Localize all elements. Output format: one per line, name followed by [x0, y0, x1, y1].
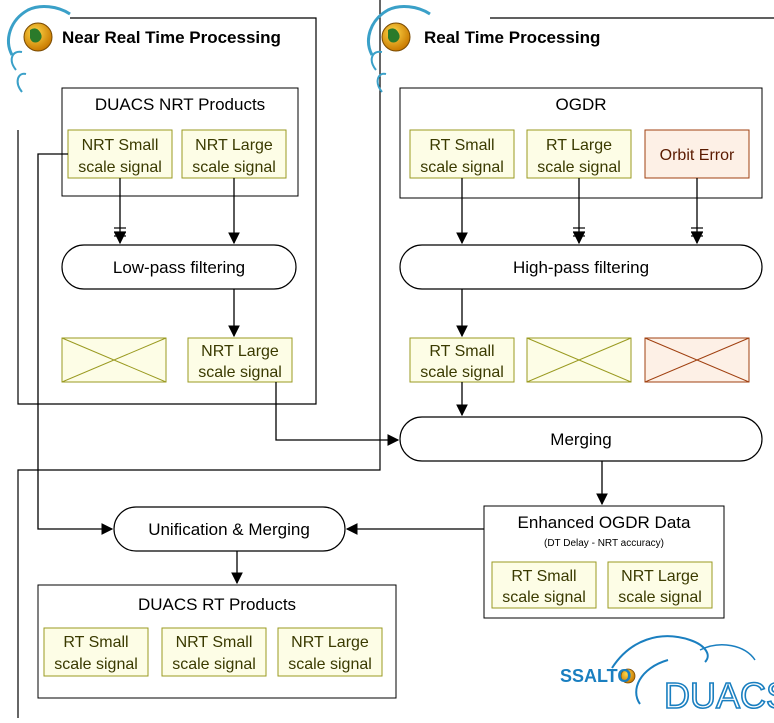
product-nrt-small-box	[161, 627, 267, 677]
svg-text:DUACS: DUACS	[664, 675, 774, 716]
product-nrt-small-line2: scale signal	[172, 656, 256, 673]
high-pass-filter-node	[399, 244, 763, 290]
rt-panel-title: Real Time Processing	[424, 28, 600, 47]
enhanced-rt-small-line1: RT Small	[511, 568, 576, 585]
svg-text:SSALTO: SSALTO	[560, 666, 631, 686]
rt-small-output-box	[409, 337, 515, 383]
enhanced-nrt-large-line2: scale signal	[618, 589, 702, 606]
product-nrt-large-line2: scale signal	[288, 656, 372, 673]
rt-products-title: DUACS RT Products	[138, 595, 296, 614]
low-pass-filter-node	[61, 244, 297, 290]
rt-panel-outline	[17, 0, 774, 718]
discarded-orbit-box	[644, 337, 750, 383]
blocked-marker	[573, 227, 585, 237]
nrt-large-output-box	[187, 337, 293, 383]
product-nrt-large-line1: NRT Large	[291, 634, 369, 651]
globe-icon	[7, 5, 71, 93]
arrow	[37, 153, 114, 535]
nrt-products-title: DUACS NRT Products	[95, 95, 265, 114]
unification-node	[113, 506, 346, 552]
nrt-large-signal-line2: scale signal	[192, 159, 276, 176]
rt-small-signal-line1: RT Small	[429, 137, 494, 154]
rt-small-output-line1: RT Small	[429, 343, 494, 360]
arrow	[275, 382, 400, 446]
ogdr-title: OGDR	[556, 95, 607, 114]
enhanced-rt-small-box	[491, 561, 597, 609]
rt-large-signal-box	[526, 129, 632, 179]
product-nrt-large-box	[277, 627, 383, 677]
nrt-small-signal-line2: scale signal	[78, 159, 162, 176]
nrt-large-output-line2: scale signal	[198, 364, 282, 381]
enhanced-ogdr-title: Enhanced OGDR Data	[518, 513, 691, 532]
enhanced-rt-small-line2: scale signal	[502, 589, 586, 606]
globe-icon	[367, 5, 431, 93]
unification-label: Unification & Merging	[148, 520, 310, 539]
rt-large-signal-line1: RT Large	[546, 137, 612, 154]
product-rt-small-line2: scale signal	[54, 656, 138, 673]
enhanced-nrt-large-line1: NRT Large	[621, 568, 699, 585]
blocked-marker	[114, 227, 126, 237]
rt-small-signal-line2: scale signal	[420, 159, 504, 176]
enhanced-ogdr-subtitle: (DT Delay - NRT accuracy)	[544, 538, 664, 549]
ssalto-duacs-logo: SSALTO DUACS	[560, 635, 774, 717]
product-rt-small-box	[43, 627, 149, 677]
nrt-small-signal-line1: NRT Small	[82, 137, 159, 154]
nrt-large-output-line1: NRT Large	[201, 343, 279, 360]
discarded-signal-box	[526, 337, 632, 383]
nrt-panel-outline	[17, 17, 317, 405]
enhanced-nrt-large-box	[607, 561, 713, 609]
rt-large-signal-line2: scale signal	[537, 159, 621, 176]
merging-node	[399, 416, 763, 462]
high-pass-filter-label: High-pass filtering	[513, 258, 649, 277]
orbit-error-box	[644, 129, 750, 179]
orbit-error-label: Orbit Error	[660, 147, 735, 164]
nrt-panel-title: Near Real Time Processing	[62, 28, 281, 47]
nrt-large-signal-line1: NRT Large	[195, 137, 273, 154]
low-pass-filter-label: Low-pass filtering	[113, 258, 245, 277]
discarded-signal-box	[61, 337, 167, 383]
blocked-marker	[691, 227, 703, 237]
merging-label: Merging	[550, 430, 611, 449]
product-rt-small-line1: RT Small	[63, 634, 128, 651]
product-nrt-small-line1: NRT Small	[176, 634, 253, 651]
rt-small-signal-box	[409, 129, 515, 179]
rt-small-output-line2: scale signal	[420, 364, 504, 381]
